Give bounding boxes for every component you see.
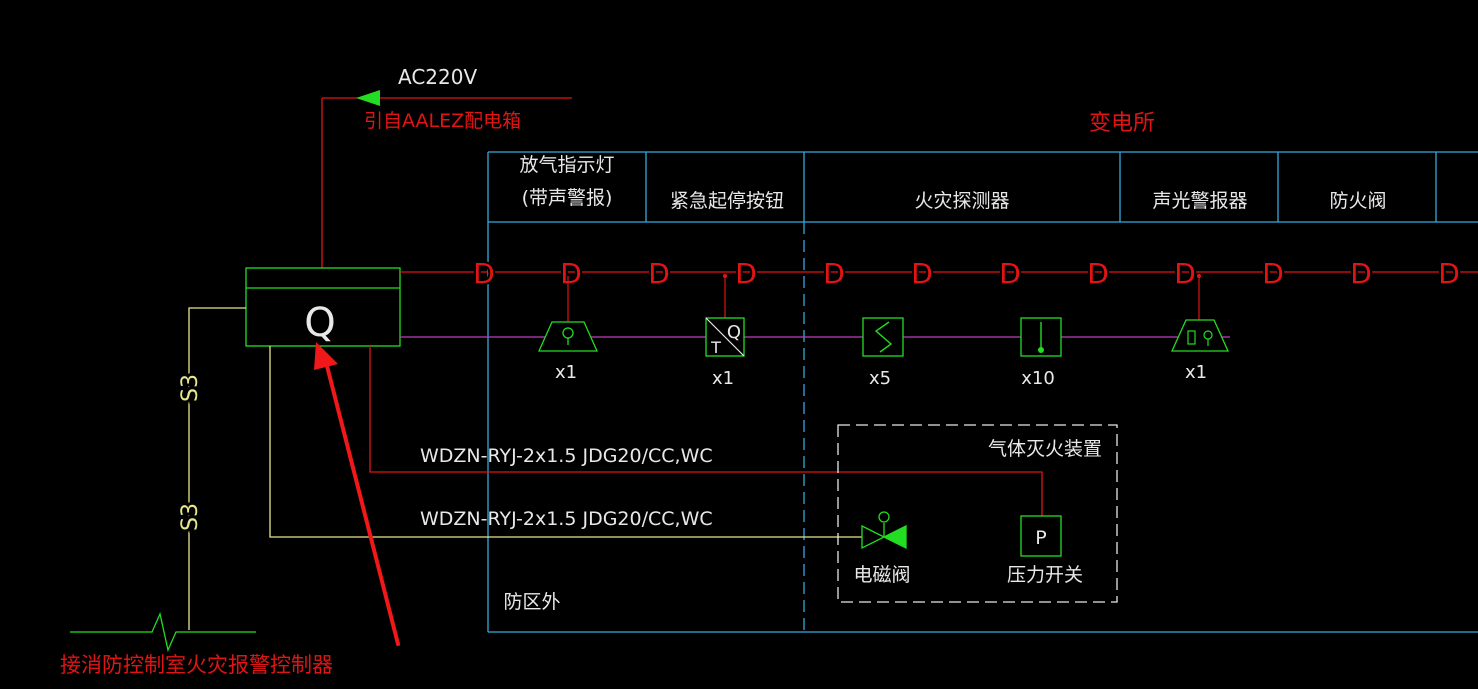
solenoid-valve-label: 电磁阀 bbox=[853, 564, 910, 586]
cable1-spec: WDZN-RYJ-2x1.5 JDG20/CC,WC bbox=[420, 445, 713, 467]
header-emergency-button: 紧急起停按钮 bbox=[670, 190, 784, 212]
zone-frame bbox=[487, 151, 1478, 633]
bus-symbol: D bbox=[1262, 257, 1284, 290]
cable-to-pressure-switch: WDZN-RYJ-2x1.5 JDG20/CC,WC bbox=[369, 346, 1043, 516]
cable-to-solenoid-valve: WDZN-RYJ-2x1.5 JDG20/CC,WC bbox=[269, 346, 862, 538]
supply-origin: 引自AALEZ配电箱 bbox=[364, 110, 521, 132]
power-supply-lead: AC220V 引自AALEZ配电箱 bbox=[321, 65, 572, 268]
smoke-detector-icon bbox=[874, 321, 893, 353]
audible-visual-alarm: x1 bbox=[1170, 319, 1230, 383]
pressure-switch: P 压力开关 bbox=[1007, 515, 1083, 586]
fire-control-label: 接消防控制室火灾报警控制器 bbox=[60, 653, 333, 677]
valve-actuator-icon bbox=[878, 511, 890, 523]
heat-detector-qty: x10 bbox=[1021, 368, 1055, 389]
outside-zone-label: 防区外 bbox=[503, 591, 560, 613]
header-fire-detector: 火灾探测器 bbox=[914, 190, 1009, 212]
bus-symbol: D bbox=[1087, 257, 1109, 290]
header-indicator-line1: 放气指示灯 bbox=[519, 154, 614, 176]
bus-symbol: D bbox=[735, 257, 757, 290]
pressure-switch-letter: P bbox=[1035, 527, 1046, 549]
zone-title: 变电所 bbox=[1089, 111, 1155, 136]
arrow-left-icon bbox=[356, 90, 380, 106]
discharge-indicator-lamp: x1 bbox=[537, 321, 599, 383]
gas-extinguishing-system: 气体灭火装置 电磁阀 P 压力开关 bbox=[837, 424, 1118, 603]
bus-symbol: D bbox=[1350, 257, 1372, 290]
horn-icon bbox=[1187, 330, 1196, 345]
button-letter-q: Q bbox=[727, 322, 741, 343]
heat-detector: x10 bbox=[1020, 317, 1062, 389]
bus-symbol: D bbox=[823, 257, 845, 290]
bus-symbol: D bbox=[560, 257, 582, 290]
button-letter-t: T bbox=[710, 338, 721, 357]
header-row: 放气指示灯 (带声警报) 紧急起停按钮 火灾探测器 声光警报器 防火阀 bbox=[519, 154, 1386, 212]
bus-symbol: D bbox=[911, 257, 933, 290]
bus-symbol: D bbox=[648, 257, 670, 290]
pressure-switch-label: 压力开关 bbox=[1007, 564, 1083, 586]
s3-label: S3 bbox=[178, 503, 203, 531]
bus-symbol: D bbox=[999, 257, 1021, 290]
break-line-icon bbox=[70, 611, 256, 653]
solenoid-valve: 电磁阀 bbox=[853, 511, 911, 586]
header-indicator-line2: (带声警报) bbox=[522, 187, 613, 209]
header-audible-alarm: 声光警报器 bbox=[1152, 190, 1247, 212]
arrow-up-icon bbox=[314, 342, 338, 370]
annotation-arrow bbox=[314, 342, 400, 646]
smoke-detector-qty: x5 bbox=[869, 368, 891, 389]
indicator-qty: x1 bbox=[555, 362, 577, 383]
stop-button-qty: x1 bbox=[712, 368, 734, 389]
fire-control-link: S3 S3 接消防控制室火灾报警控制器 bbox=[60, 307, 333, 677]
smoke-detector: x5 bbox=[862, 317, 904, 389]
emergency-stop-button: Q T x1 bbox=[705, 317, 745, 389]
gas-system-title: 气体灭火装置 bbox=[988, 438, 1102, 460]
supply-voltage: AC220V bbox=[398, 65, 477, 89]
control-bus-line: D D D D D D D D D D D D bbox=[400, 255, 1478, 322]
bus-symbol: D bbox=[1174, 257, 1196, 290]
controller-module: Q bbox=[245, 267, 401, 347]
alarm-qty: x1 bbox=[1185, 362, 1207, 383]
bus-symbol: D bbox=[1438, 257, 1460, 290]
s3-label: S3 bbox=[178, 374, 203, 402]
bus-symbol: D bbox=[473, 257, 495, 290]
header-fire-damper: 防火阀 bbox=[1329, 190, 1386, 212]
controller-label: Q bbox=[304, 300, 335, 346]
cable2-spec: WDZN-RYJ-2x1.5 JDG20/CC,WC bbox=[420, 508, 713, 530]
